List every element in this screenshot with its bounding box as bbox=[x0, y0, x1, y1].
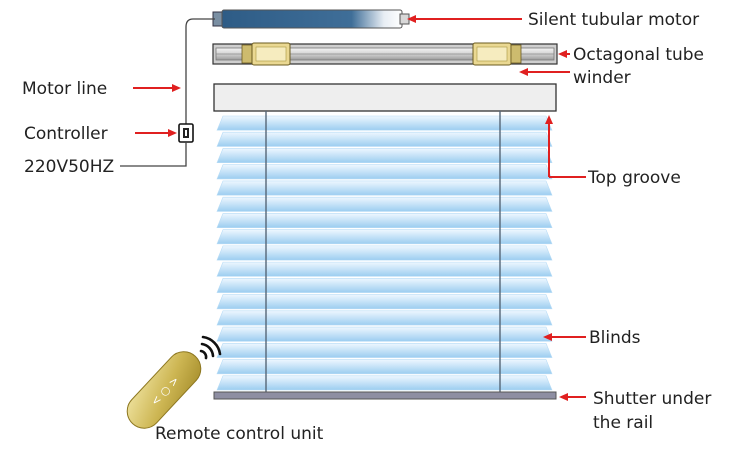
label-winder-line2: winder bbox=[573, 68, 631, 88]
signal-waves-icon bbox=[199, 335, 222, 360]
blind-slat bbox=[216, 278, 553, 293]
label-blinds: Blinds bbox=[589, 328, 641, 348]
controller-box bbox=[178, 123, 194, 143]
blind-slat bbox=[216, 359, 553, 375]
label-motor: Silent tubular motor bbox=[528, 10, 699, 30]
motor-cable bbox=[185, 18, 215, 124]
label-controller: Controller bbox=[24, 124, 108, 144]
label-winder-line1: Octagonal tube bbox=[573, 45, 704, 65]
blind-slat bbox=[216, 310, 553, 326]
annotation-arrows bbox=[133, 15, 586, 401]
blind-slat bbox=[216, 261, 553, 277]
blind-slat bbox=[216, 342, 553, 358]
blind-slat bbox=[216, 294, 553, 310]
blind-slat bbox=[216, 229, 553, 245]
blind-slat bbox=[216, 375, 553, 391]
label-rail-line1: Shutter under bbox=[593, 389, 711, 409]
label-remote: Remote control unit bbox=[155, 424, 324, 444]
blind-slat bbox=[216, 115, 553, 131]
octagonal-tube bbox=[212, 42, 558, 66]
blind-slat bbox=[216, 164, 553, 180]
bottom-rail bbox=[213, 391, 557, 400]
blind-slat bbox=[216, 245, 553, 261]
label-power: 220V50HZ bbox=[24, 157, 114, 177]
winder-left bbox=[241, 42, 291, 66]
winder-right bbox=[472, 42, 522, 66]
label-rail-line2: the rail bbox=[593, 413, 653, 433]
blind-slat bbox=[216, 180, 553, 196]
tubular-motor bbox=[212, 9, 410, 29]
label-motor-line: Motor line bbox=[22, 79, 107, 99]
top-groove-headrail bbox=[213, 83, 557, 112]
label-top-groove: Top groove bbox=[587, 168, 681, 188]
blind-slat bbox=[216, 148, 553, 164]
blind-slats bbox=[216, 115, 553, 391]
power-cable bbox=[120, 142, 187, 167]
blind-slat bbox=[216, 131, 553, 147]
blind-slat bbox=[216, 326, 553, 342]
blind-slat bbox=[216, 196, 553, 212]
blind-slat bbox=[216, 213, 553, 228]
remote-control: < ○ > bbox=[126, 351, 202, 429]
